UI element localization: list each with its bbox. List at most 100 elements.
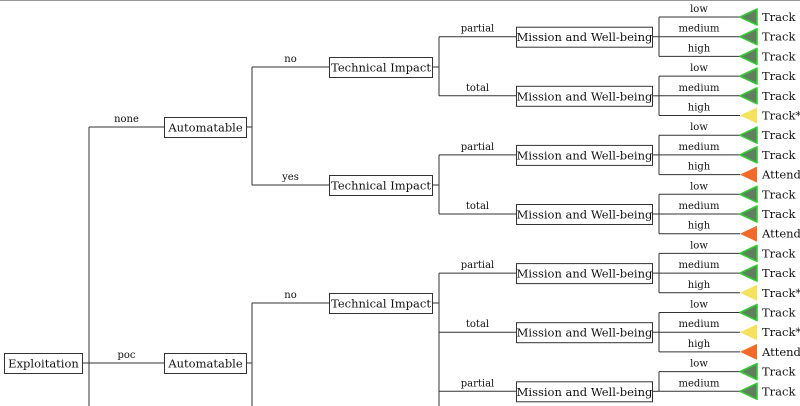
mission-1-edge-1-label: medium bbox=[679, 83, 720, 94]
leaf-11-marker bbox=[740, 225, 757, 242]
mission-node-6-box bbox=[516, 381, 653, 403]
mission-1-edge-2-label: high bbox=[688, 103, 711, 114]
mission-node-4-label: Mission and Well-being bbox=[517, 267, 653, 281]
mission-node-1-box bbox=[516, 85, 653, 107]
mission-5-edge-1-label: medium bbox=[679, 319, 720, 330]
technical-1-partial-label: partial bbox=[461, 142, 495, 153]
mission-3-edge-2-label: high bbox=[688, 221, 711, 232]
technical-impact-node-2-box bbox=[329, 293, 433, 314]
leaf-1-decision: Track bbox=[762, 30, 796, 44]
exploitation-node-box bbox=[4, 353, 83, 374]
leaf-10-marker bbox=[739, 205, 758, 223]
mission-node-4-box bbox=[516, 263, 653, 285]
leaf-2-marker bbox=[739, 47, 758, 66]
technical-impact-node-1-label: Technical Impact bbox=[331, 179, 431, 193]
mission-0-edge-0-label: low bbox=[690, 4, 708, 15]
leaf-14-marker bbox=[740, 284, 757, 301]
leaf-6-decision: Track bbox=[762, 128, 796, 142]
leaf-0-marker bbox=[739, 8, 758, 26]
mission-node-0-label: Mission and Well-being bbox=[517, 30, 653, 44]
leaf-8-marker bbox=[740, 166, 757, 183]
leaf-1-marker bbox=[739, 27, 758, 46]
mission-node-2-box bbox=[516, 144, 653, 166]
leaf-16-marker bbox=[740, 324, 757, 341]
mission-node-5-label: Mission and Well-being bbox=[517, 326, 653, 340]
tree-leaves: TrackTrackTrackTrackTrackTrack*TrackTrac… bbox=[739, 8, 800, 401]
mission-6-edge-0-label: low bbox=[690, 359, 708, 370]
mission-2-edge-0-label: low bbox=[690, 122, 708, 133]
automatable-node-1-label: Automatable bbox=[167, 357, 243, 371]
mission-3-edge-1-label: medium bbox=[679, 201, 720, 212]
leaf-5-marker bbox=[740, 107, 757, 124]
technical-0-total-label: total bbox=[466, 83, 489, 94]
automatable-0-yes-label: yes bbox=[281, 172, 299, 183]
leaf-4-marker bbox=[739, 87, 758, 105]
mission-node-3-label: Mission and Well-being bbox=[517, 208, 653, 222]
leaf-19-marker bbox=[739, 382, 758, 401]
leaf-10-decision: Track bbox=[762, 207, 796, 221]
technical-2-total-label: total bbox=[466, 319, 489, 330]
exploitation-none-label: none bbox=[114, 114, 139, 125]
leaf-13-decision: Track bbox=[762, 266, 796, 280]
leaf-14-decision: Track* bbox=[762, 286, 800, 300]
leaf-18-marker bbox=[739, 362, 758, 381]
leaf-17-decision: Attend bbox=[761, 345, 800, 359]
leaf-8-decision: Attend bbox=[761, 168, 800, 182]
automatable-node-0-label: Automatable bbox=[167, 121, 243, 135]
automatable-1-no-label: no bbox=[284, 290, 296, 301]
automatable-0-no-label: no bbox=[284, 54, 296, 65]
technical-impact-node-0-box bbox=[329, 57, 433, 78]
leaf-15-decision: Track bbox=[762, 306, 796, 320]
mission-4-edge-0-label: low bbox=[690, 240, 708, 251]
technical-3-partial-label: partial bbox=[461, 378, 495, 389]
technical-impact-node-0-label: Technical Impact bbox=[331, 61, 431, 75]
leaf-15-marker bbox=[739, 303, 758, 322]
leaf-2-decision: Track bbox=[762, 49, 796, 63]
automatable-node-0-box bbox=[164, 117, 247, 138]
leaf-3-marker bbox=[739, 67, 758, 85]
mission-4-edge-2-label: high bbox=[688, 280, 711, 291]
leaf-6-marker bbox=[739, 126, 758, 144]
technical-impact-node-1-box bbox=[329, 175, 433, 196]
leaf-3-decision: Track bbox=[762, 69, 796, 83]
mission-node-3-box bbox=[516, 204, 653, 225]
exploitation-poc-label: poc bbox=[117, 350, 135, 361]
leaf-17-marker bbox=[740, 343, 757, 360]
mission-node-6-label: Mission and Well-being bbox=[517, 385, 653, 399]
technical-0-partial-label: partial bbox=[461, 24, 495, 35]
mission-node-0-box bbox=[516, 26, 653, 48]
technical-impact-node-2-label: Technical Impact bbox=[331, 297, 431, 311]
mission-0-edge-1-label: medium bbox=[679, 24, 720, 35]
tree-edges: low medium high low medium high partial total lo… bbox=[83, 4, 740, 406]
leaf-5-decision: Track* bbox=[762, 109, 800, 123]
mission-2-edge-2-label: high bbox=[688, 162, 711, 173]
mission-3-edge-0-label: low bbox=[690, 181, 708, 192]
leaf-19-decision: Track bbox=[762, 384, 796, 398]
mission-1-edge-0-label: low bbox=[690, 63, 708, 74]
leaf-0-decision: Track bbox=[762, 10, 796, 24]
leaf-7-marker bbox=[739, 146, 758, 164]
technical-2-partial-label: partial bbox=[461, 260, 495, 271]
leaf-9-marker bbox=[739, 185, 758, 204]
leaf-4-decision: Track bbox=[762, 89, 796, 103]
mission-node-5-box bbox=[516, 322, 653, 344]
mission-2-edge-1-label: medium bbox=[679, 142, 720, 153]
mission-0-edge-2-label: high bbox=[688, 43, 711, 54]
mission-4-edge-1-label: medium bbox=[679, 260, 720, 271]
leaf-12-decision: Track bbox=[762, 246, 796, 260]
mission-node-1-label: Mission and Well-being bbox=[517, 89, 653, 103]
mission-5-edge-2-label: high bbox=[688, 339, 711, 350]
leaf-13-marker bbox=[739, 264, 758, 282]
leaf-16-decision: Track* bbox=[762, 325, 800, 339]
leaf-9-decision: Track bbox=[762, 187, 796, 201]
leaf-11-decision: Attend bbox=[761, 227, 800, 241]
automatable-node-1-box bbox=[164, 353, 247, 374]
leaf-18-decision: Track bbox=[762, 365, 796, 379]
leaf-7-decision: Track bbox=[762, 148, 796, 162]
mission-5-edge-0-label: low bbox=[690, 300, 708, 311]
mission-6-edge-1-label: medium bbox=[679, 378, 720, 389]
exploitation-node-label: Exploitation bbox=[8, 357, 79, 371]
leaf-12-marker bbox=[739, 244, 758, 263]
